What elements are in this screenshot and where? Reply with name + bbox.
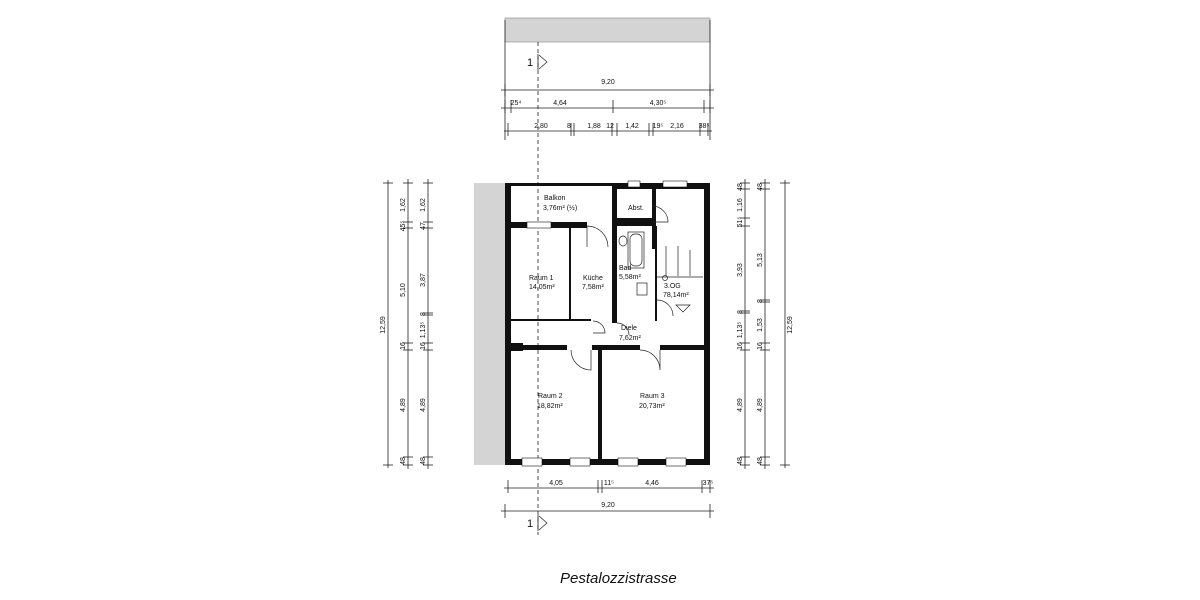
section-mark-top: 1 — [527, 54, 548, 70]
raum2-area: 18,82m² — [537, 403, 563, 410]
dimension-lines: 9,20 25⁴ 4,64 4,30⁵ 2,80 8 1,88 12 1,42 19⁵ 2,16 38… — [380, 79, 794, 518]
dimension-label: 47 — [420, 222, 427, 230]
dimension-label: 4,89 — [757, 398, 764, 412]
section-mark-bottom: 1 — [527, 515, 548, 531]
dimension-label: 9,20 — [601, 502, 615, 509]
dimension-label: 48 — [400, 457, 407, 465]
dimension-label: 1,42 — [625, 123, 639, 130]
svg-text:1: 1 — [527, 57, 533, 69]
dimension-label: 3,93 — [737, 263, 744, 277]
dimension-label: 37⁵ — [703, 480, 714, 487]
dimension-label: 1,62 — [420, 198, 427, 212]
raum1-name: Raum 1 — [529, 275, 554, 282]
doors — [570, 205, 674, 371]
dimension-label: 4,30⁵ — [650, 100, 667, 107]
dimension-label: 48 — [757, 457, 764, 465]
dimension-label: 1,62 — [400, 198, 407, 212]
dimension-label: 4,05 — [549, 480, 563, 487]
dimension-label: 1,16 — [737, 198, 744, 212]
left-neighbor-wall — [474, 183, 505, 465]
dimension-label: 1,88 — [587, 123, 601, 130]
dimension-label: 4,89 — [420, 398, 427, 412]
dimension-label: 45⁵ — [400, 221, 407, 232]
dimension-label: 16 — [400, 342, 407, 350]
dimension-label: 12,59 — [787, 316, 794, 334]
dimension-label: 16 — [757, 342, 764, 350]
dimension-label: 12,59 — [380, 316, 387, 334]
dimension-label: 19⁵ — [653, 123, 664, 130]
dimension-label: 8 — [567, 123, 571, 130]
dimension-label: 8 — [757, 299, 764, 303]
dimension-label: 5,13 — [757, 253, 764, 267]
dimension-label: 48 — [737, 457, 744, 465]
kueche-name: Küche — [583, 275, 603, 282]
raum1-area: 14,05m² — [529, 284, 555, 291]
dimension-label: 38⁵ — [699, 123, 710, 130]
dimension-label: 5,10 — [400, 283, 407, 297]
dimension-label: 16 — [737, 342, 744, 350]
og-name: 3.OG — [664, 283, 681, 290]
dimension-label: 4,89 — [737, 398, 744, 412]
diele-area: 7,62m² — [619, 335, 641, 342]
dimension-label: 51⁵ — [737, 217, 744, 228]
raum3-name: Raum 3 — [640, 393, 665, 400]
dimension-label: 1,13⁵ — [737, 322, 744, 339]
bath-fixtures — [618, 231, 648, 296]
staircase — [657, 246, 703, 313]
dimension-label: 4,89 — [400, 398, 407, 412]
balkon-name: Balkon — [544, 195, 566, 202]
dimension-label: 12 — [606, 123, 614, 130]
dimension-label: 48 — [737, 183, 744, 191]
raum3-area: 20,73m² — [639, 403, 665, 410]
dimension-label: 16 — [420, 342, 427, 350]
dimension-label: 2,16 — [670, 123, 684, 130]
dimension-label: 1,53 — [757, 318, 764, 332]
walls — [505, 180, 710, 467]
bad-area: 5,58m² — [619, 274, 641, 281]
room-labels: Balkon 3,76m² (½) Abst. Raum 1 14,05m² K… — [529, 195, 689, 410]
balkon-area: 3,76m² (½) — [543, 204, 577, 212]
dimension-label: 25⁴ — [511, 100, 522, 107]
svg-text:1: 1 — [527, 518, 533, 530]
dimension-label: 11⁵ — [604, 480, 614, 487]
diele-name: Diele — [621, 325, 637, 332]
dimension-label: 9,20 — [601, 79, 615, 86]
top-neighbor-strip — [504, 17, 711, 43]
bad-name: Bad — [619, 265, 632, 272]
dimension-label: 48 — [420, 457, 427, 465]
dimension-label: 8 — [420, 312, 427, 316]
kueche-area: 7,58m² — [582, 284, 604, 291]
og-area: 78,14m² — [663, 292, 689, 299]
dimension-label: 1,13⁵ — [420, 322, 427, 339]
dimension-label: 8 — [737, 310, 744, 314]
abst-name: Abst. — [628, 205, 644, 212]
street-caption: Pestalozzistrasse — [560, 570, 677, 587]
raum2-name: Raum 2 — [538, 393, 563, 400]
dimension-label: 48 — [757, 183, 764, 191]
dimension-label: 2,80 — [534, 123, 548, 130]
dimension-label: 4,46 — [645, 480, 659, 487]
dimension-label: 3,87 — [420, 273, 427, 287]
dimension-label: 4,64 — [553, 100, 567, 107]
